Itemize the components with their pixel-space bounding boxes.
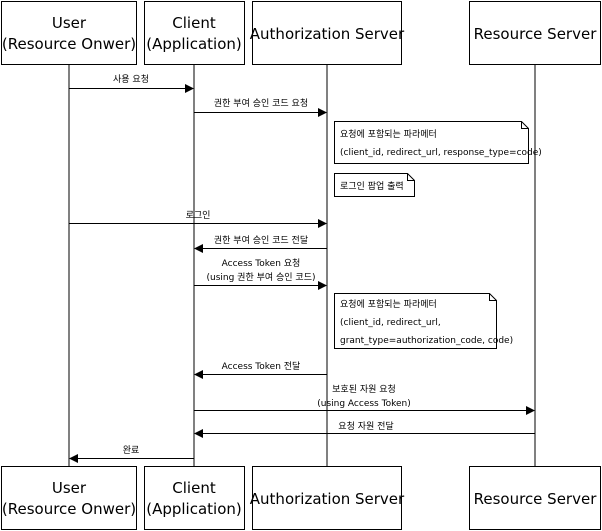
message-login: 로그인 (69, 210, 327, 228)
participant-user-bottom: User (Resource Onwer) (1, 466, 137, 530)
participant-client-name: Client (172, 14, 216, 32)
message-label: 요청 자원 전달 (338, 420, 393, 432)
message-label: Access Token 전달 (222, 360, 301, 372)
message-label: (using Access Token) (317, 399, 410, 409)
arrowhead-right (185, 84, 194, 93)
participant-auth-bottom: Authorization Server (250, 466, 405, 530)
message-label: 권한 부여 승인 코드 요청 (214, 97, 308, 109)
message-complete: 완료 (69, 445, 194, 463)
participant-client-bottom: Client (Application) (144, 466, 245, 530)
note-line: 로그인 팝업 출력 (340, 180, 404, 192)
note-line: (client_id, redirect_url, (340, 318, 441, 328)
message-auth-code-delivery: 권한 부여 승인 코드 전달 (194, 234, 327, 253)
arrowhead-right (526, 406, 535, 415)
participant-resource-name: Resource Server (474, 490, 598, 508)
arrowhead-left (194, 370, 203, 379)
participant-auth-name: Authorization Server (250, 490, 405, 508)
message-protected-resource-request: 보호된 자원 요청 (using Access Token) (194, 383, 535, 415)
note-line: 요청에 포함되는 파라메터 (340, 299, 437, 310)
participant-user-top: User (Resource Onwer) (1, 1, 137, 65)
arrowhead-left (194, 244, 203, 253)
message-label: 사용 요청 (113, 74, 149, 85)
participant-client-role: (Application) (146, 35, 242, 53)
note-line: (client_id, redirect_url, response_type=… (340, 148, 542, 158)
message-label: 권한 부여 승인 코드 전달 (214, 234, 308, 246)
participant-client-role: (Application) (146, 500, 242, 518)
message-usage-request: 사용 요청 (69, 74, 194, 93)
arrowhead-right (318, 219, 327, 228)
message-label: 완료 (123, 445, 140, 456)
participant-resource-name: Resource Server (474, 25, 598, 43)
message-access-token-delivery: Access Token 전달 (194, 360, 327, 379)
message-resource-delivery: 요청 자원 전달 (194, 420, 535, 438)
arrowhead-right (318, 281, 327, 290)
participant-client-top: Client (Application) (144, 1, 245, 65)
note-token-params: 요청에 포함되는 파라메터 (client_id, redirect_url, … (334, 293, 513, 349)
message-label: 보호된 자원 요청 (332, 383, 396, 395)
participant-user-role: (Resource Onwer) (2, 500, 136, 518)
arrowhead-right (318, 108, 327, 117)
message-auth-code-request: 권한 부여 승인 코드 요청 (194, 97, 327, 117)
message-label: (using 권한 부여 승인 코드) (206, 271, 315, 283)
participant-client-name: Client (172, 479, 216, 497)
participant-auth-top: Authorization Server (250, 1, 405, 65)
note-auth-code-params: 요청에 포함되는 파라메터 (client_id, redirect_url, … (334, 121, 542, 164)
message-label: Access Token 요청 (222, 258, 301, 269)
message-access-token-request: Access Token 요청 (using 권한 부여 승인 코드) (194, 258, 327, 290)
message-label: 로그인 (186, 210, 211, 221)
participant-user-role: (Resource Onwer) (2, 35, 136, 53)
participant-resource-bottom: Resource Server (469, 466, 601, 530)
participant-user-name: User (52, 479, 87, 497)
note-line: 요청에 포함되는 파라메터 (340, 129, 437, 140)
note-login-popup: 로그인 팝업 출력 (334, 173, 415, 197)
arrowhead-left (69, 454, 78, 463)
participant-resource-top: Resource Server (469, 1, 601, 65)
participant-auth-name: Authorization Server (250, 25, 405, 43)
note-line: grant_type=authorization_code, code) (340, 336, 513, 346)
participant-user-name: User (52, 14, 87, 32)
arrowhead-left (194, 429, 203, 438)
